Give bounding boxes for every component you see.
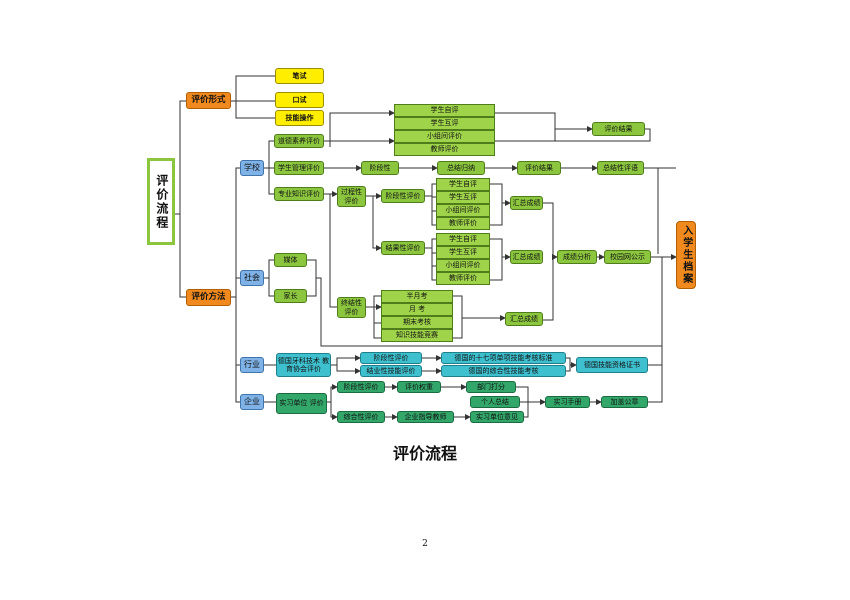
teacher-eval-1: 教师评价 bbox=[394, 143, 495, 156]
knowledge-eval-node: 专业知识评价 bbox=[274, 187, 324, 201]
terminal-eval-node: 终结性评价 bbox=[337, 297, 366, 318]
media-node: 媒体 bbox=[274, 253, 307, 267]
intern-op-node: 实习单位意见 bbox=[470, 411, 524, 423]
self-eval-3: 学生自评 bbox=[436, 233, 490, 246]
cert-node: 德国技能资格证书 bbox=[576, 357, 648, 373]
process-eval-node: 过程性评价 bbox=[337, 186, 366, 207]
group-eval-1: 小组间评价 bbox=[394, 130, 495, 143]
std17-node: 德国的十七项单项技能考核标准 bbox=[441, 352, 566, 364]
oral-node: 口试 bbox=[275, 92, 324, 108]
peer-eval-2: 学生互评 bbox=[436, 191, 490, 204]
result-top-node: 评价结果 bbox=[592, 122, 645, 136]
parents-node: 家长 bbox=[274, 289, 307, 303]
archive-node: 入学生档案 bbox=[676, 221, 696, 289]
final-eval-node: 结果性评价 bbox=[381, 241, 425, 255]
self-sum-node: 个人总结 bbox=[470, 396, 520, 408]
collect-1-node: 汇总成绩 bbox=[510, 196, 543, 210]
manual-node: 实习手册 bbox=[545, 396, 590, 408]
summary-node: 总结归纳 bbox=[437, 161, 485, 175]
group-eval-3: 小组间评价 bbox=[436, 259, 490, 272]
society-node: 社会 bbox=[240, 270, 264, 286]
moral-eval-node: 道德素养评价 bbox=[274, 134, 324, 148]
std-comp-node: 德国的综合性技能考核 bbox=[441, 365, 566, 377]
root-node: 评价流程 bbox=[147, 158, 175, 245]
result-mid-node: 评价结果 bbox=[517, 161, 561, 175]
teacher-eval-3: 教师评价 bbox=[436, 272, 490, 285]
dept-score-node: 部门打分 bbox=[466, 381, 516, 393]
peer-eval-1: 学生互评 bbox=[394, 117, 495, 130]
self-eval-1: 学生自评 bbox=[394, 104, 495, 117]
comp-ent-node: 综合性评价 bbox=[337, 411, 385, 423]
figure-caption: 评价流程 bbox=[392, 444, 457, 463]
eval-form2-node: 评价权重 bbox=[397, 381, 441, 393]
monthly-node: 月 考 bbox=[381, 303, 453, 316]
summative-node: 总结性评语 bbox=[597, 161, 644, 175]
page-number: 2 bbox=[422, 539, 428, 549]
mentor-node: 企业指导教师 bbox=[397, 411, 454, 423]
stage-eval-node: 阶段性评价 bbox=[381, 189, 425, 203]
publish-node: 校园网公示 bbox=[604, 250, 651, 264]
self-eval-2: 学生自评 bbox=[436, 178, 490, 191]
stage-mid-node: 阶段性 bbox=[361, 161, 399, 175]
contest-node: 知识技能竞赛 bbox=[381, 329, 453, 342]
industry-node: 行业 bbox=[240, 357, 264, 373]
intern-eval-node: 实习单位 评价 bbox=[276, 393, 327, 414]
eval-method-node: 评价方法 bbox=[186, 289, 231, 306]
group-eval-2: 小组间评价 bbox=[436, 204, 490, 217]
student-mgmt-eval-node: 学生管理评价 bbox=[274, 161, 324, 175]
midmonth-node: 半月考 bbox=[381, 290, 453, 303]
assoc-eval-node: 德国牙科技术 教育协会评价 bbox=[276, 353, 331, 377]
stage-ind-node: 阶段性评价 bbox=[360, 352, 422, 364]
peer-eval-3: 学生互评 bbox=[436, 246, 490, 259]
school-node: 学校 bbox=[240, 160, 264, 176]
eval-form-node: 评价形式 bbox=[186, 92, 231, 109]
skill-op-node: 技能操作 bbox=[275, 110, 324, 126]
collect-2-node: 汇总成绩 bbox=[510, 250, 543, 264]
term-exam-node: 期末考核 bbox=[381, 316, 453, 329]
stamp-node: 加盖公章 bbox=[601, 396, 648, 408]
analysis-node: 成绩分析 bbox=[557, 250, 597, 264]
enterprise-node: 企业 bbox=[240, 394, 264, 410]
final-ind-node: 结业性技能评价 bbox=[360, 365, 422, 377]
teacher-eval-2: 教师评价 bbox=[436, 217, 490, 230]
collect-3-node: 汇总成绩 bbox=[505, 312, 543, 326]
stage-ent-node: 阶段性评价 bbox=[337, 381, 385, 393]
written-node: 笔试 bbox=[275, 68, 324, 84]
